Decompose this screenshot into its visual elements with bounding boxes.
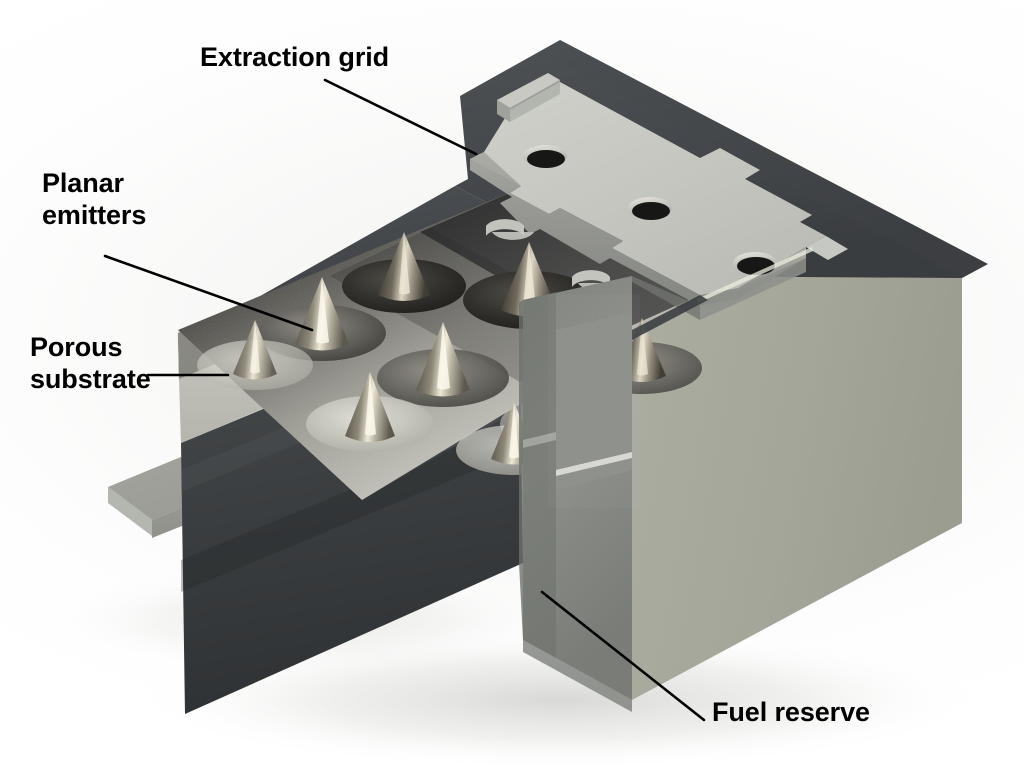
label-fuel-reserve: Fuel reserve <box>712 697 870 727</box>
fuel-reserve <box>523 276 632 712</box>
leader-extraction-grid <box>323 78 478 156</box>
label-porous-substrate: Porous substrate <box>30 332 151 394</box>
label-extraction-grid: Extraction grid <box>200 42 390 72</box>
leader-planar-emitters <box>103 254 314 332</box>
leader-fuel-reserve <box>540 590 706 722</box>
label-planar-emitters: Planar emitters <box>42 168 147 230</box>
leader-lines <box>103 78 706 722</box>
emitter-cone <box>306 372 434 452</box>
grid-hole <box>628 197 672 220</box>
emitter-cone <box>197 320 313 390</box>
grid-hole <box>523 145 567 168</box>
emitter-cone <box>342 232 466 313</box>
block-cut-face <box>519 300 523 640</box>
emitter-cone <box>377 322 509 407</box>
